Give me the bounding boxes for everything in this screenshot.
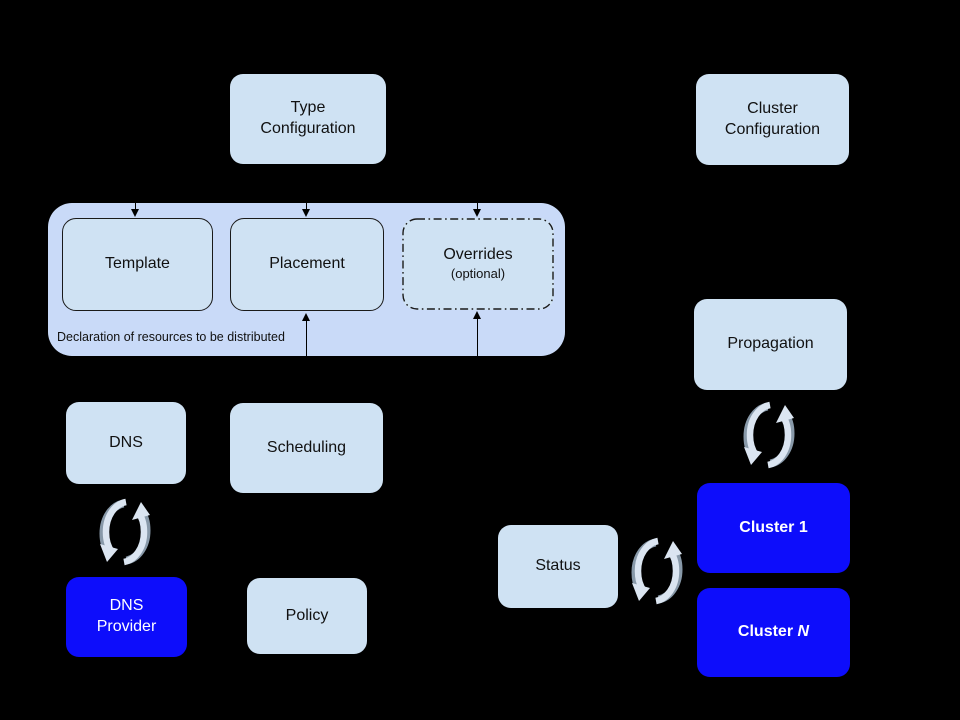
node-overrides: Overrides (optional) <box>402 218 554 310</box>
node-label: Propagation <box>727 335 814 353</box>
node-label: Cluster <box>747 99 798 117</box>
node-dns: DNS <box>66 402 186 484</box>
node-label: DNS <box>109 433 143 451</box>
node-type-configuration: Type Configuration <box>230 74 386 164</box>
node-label: Policy <box>285 606 329 624</box>
arrowhead-down-placement <box>302 209 310 217</box>
node-template: Template <box>62 218 213 311</box>
node-label: Overrides <box>443 246 513 264</box>
connector-line-up-placement <box>306 321 307 356</box>
node-label: Configuration <box>260 120 356 137</box>
arrowhead-up-overrides <box>473 311 481 319</box>
node-label: Cluster N <box>737 623 810 641</box>
node-label: Type <box>290 99 326 117</box>
node-policy: Policy <box>247 578 367 654</box>
node-cluster-1: Cluster 1 <box>697 483 850 573</box>
arrowhead-down-overrides <box>473 209 481 217</box>
declaration-caption: Declaration of resources to be distribut… <box>57 330 285 344</box>
connector-line-into-overrides <box>477 203 478 209</box>
node-status: Status <box>498 525 618 608</box>
node-placement: Placement <box>230 218 384 311</box>
node-dns-provider: DNS Provider <box>66 577 187 657</box>
node-label: DNS <box>109 597 144 615</box>
node-scheduling: Scheduling <box>230 403 383 493</box>
connector-line-into-placement <box>306 203 307 209</box>
node-label: Template <box>105 255 170 273</box>
node-cluster-configuration: Cluster Configuration <box>696 74 849 165</box>
sync-icon <box>97 494 153 570</box>
arrowhead-down-template <box>131 209 139 217</box>
connector-line-up-overrides <box>477 319 478 356</box>
node-cluster-n: Cluster N <box>697 588 850 677</box>
arrowhead-up-placement <box>302 313 310 321</box>
node-label: Provider <box>96 618 157 635</box>
sync-icon <box>741 397 797 473</box>
node-sublabel: (optional) <box>450 265 506 281</box>
cluster-n-italic: N <box>797 623 810 641</box>
sync-icon <box>629 533 685 609</box>
node-label: Status <box>535 557 581 575</box>
node-label: Cluster 1 <box>739 518 808 536</box>
node-label: Configuration <box>724 120 821 138</box>
node-label: Scheduling <box>266 438 347 456</box>
node-label: Placement <box>269 255 345 273</box>
connector-line-into-template <box>135 203 136 209</box>
node-propagation: Propagation <box>694 299 847 390</box>
